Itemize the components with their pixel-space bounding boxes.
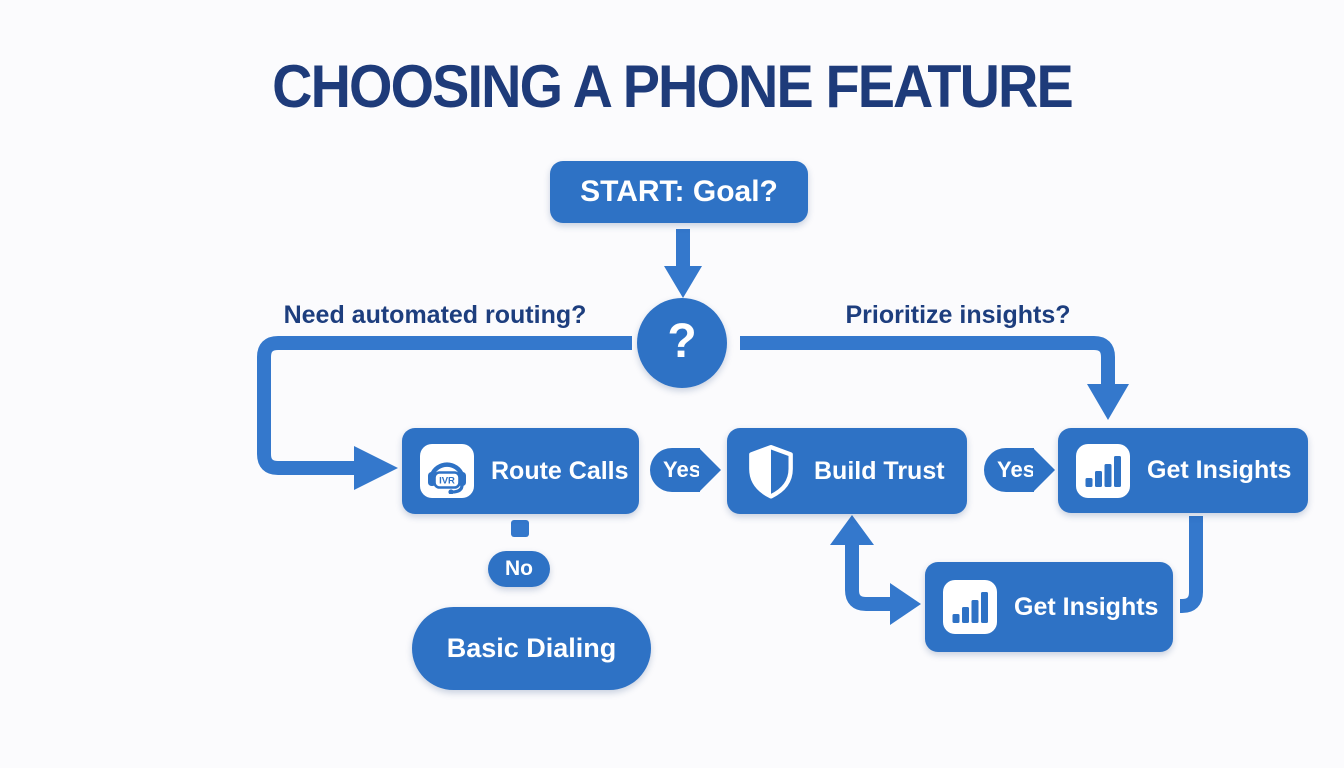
arrowhead-into-get-insights — [1087, 384, 1129, 420]
connector-decision-to-get-insights — [740, 336, 1115, 386]
arrowhead-into-lower-get-insights — [890, 583, 921, 625]
branch-question-right: Prioritize insights? — [845, 301, 1071, 329]
connector-right-j-hook — [1180, 516, 1203, 613]
node-start: START: Goal? — [550, 161, 808, 223]
edge-no: No — [488, 551, 550, 587]
connector-lower-elbow — [845, 542, 892, 611]
no-label: No — [505, 557, 533, 580]
edge-yes-left: Yes — [650, 448, 721, 492]
ivr-headset-icon: IVR — [420, 444, 474, 498]
page-title: CHOOSING A PHONE FEATURE — [272, 53, 1074, 120]
decision-node: ? — [637, 298, 727, 388]
start-label: START: Goal? — [580, 175, 778, 208]
connector-stub-no — [511, 520, 529, 537]
get-insights-lower-label: Get Insights — [1014, 592, 1159, 621]
node-get-insights-right: Get Insights — [1058, 428, 1308, 513]
basic-dialing-label: Basic Dialing — [446, 633, 617, 663]
bar-chart-icon — [1076, 443, 1130, 498]
get-insights-right-label: Get Insights — [1147, 456, 1292, 484]
yes-left-label: Yes — [663, 457, 701, 482]
yes-right-label: Yes — [997, 457, 1035, 482]
route-calls-label: Route Calls — [491, 456, 629, 485]
edge-yes-right: Yes — [984, 448, 1055, 492]
arrowhead-up-into-build-trust — [830, 515, 874, 545]
shield-icon — [745, 442, 797, 500]
question-mark-symbol: ? — [667, 314, 697, 368]
node-basic-dialing: Basic Dialing — [412, 607, 651, 690]
ivr-icon-text: IVR — [439, 476, 455, 487]
node-get-insights-lower: Get Insights — [925, 562, 1173, 652]
bar-chart-icon — [943, 580, 997, 634]
branch-question-left: Need automated routing? — [283, 301, 587, 329]
build-trust-label: Build Trust — [814, 456, 945, 485]
node-build-trust: Build Trust — [727, 428, 967, 514]
arrowhead-down-to-decision — [664, 266, 702, 298]
node-route-calls: IVR Route Calls — [402, 428, 639, 514]
arrowhead-into-route-calls — [354, 446, 398, 490]
